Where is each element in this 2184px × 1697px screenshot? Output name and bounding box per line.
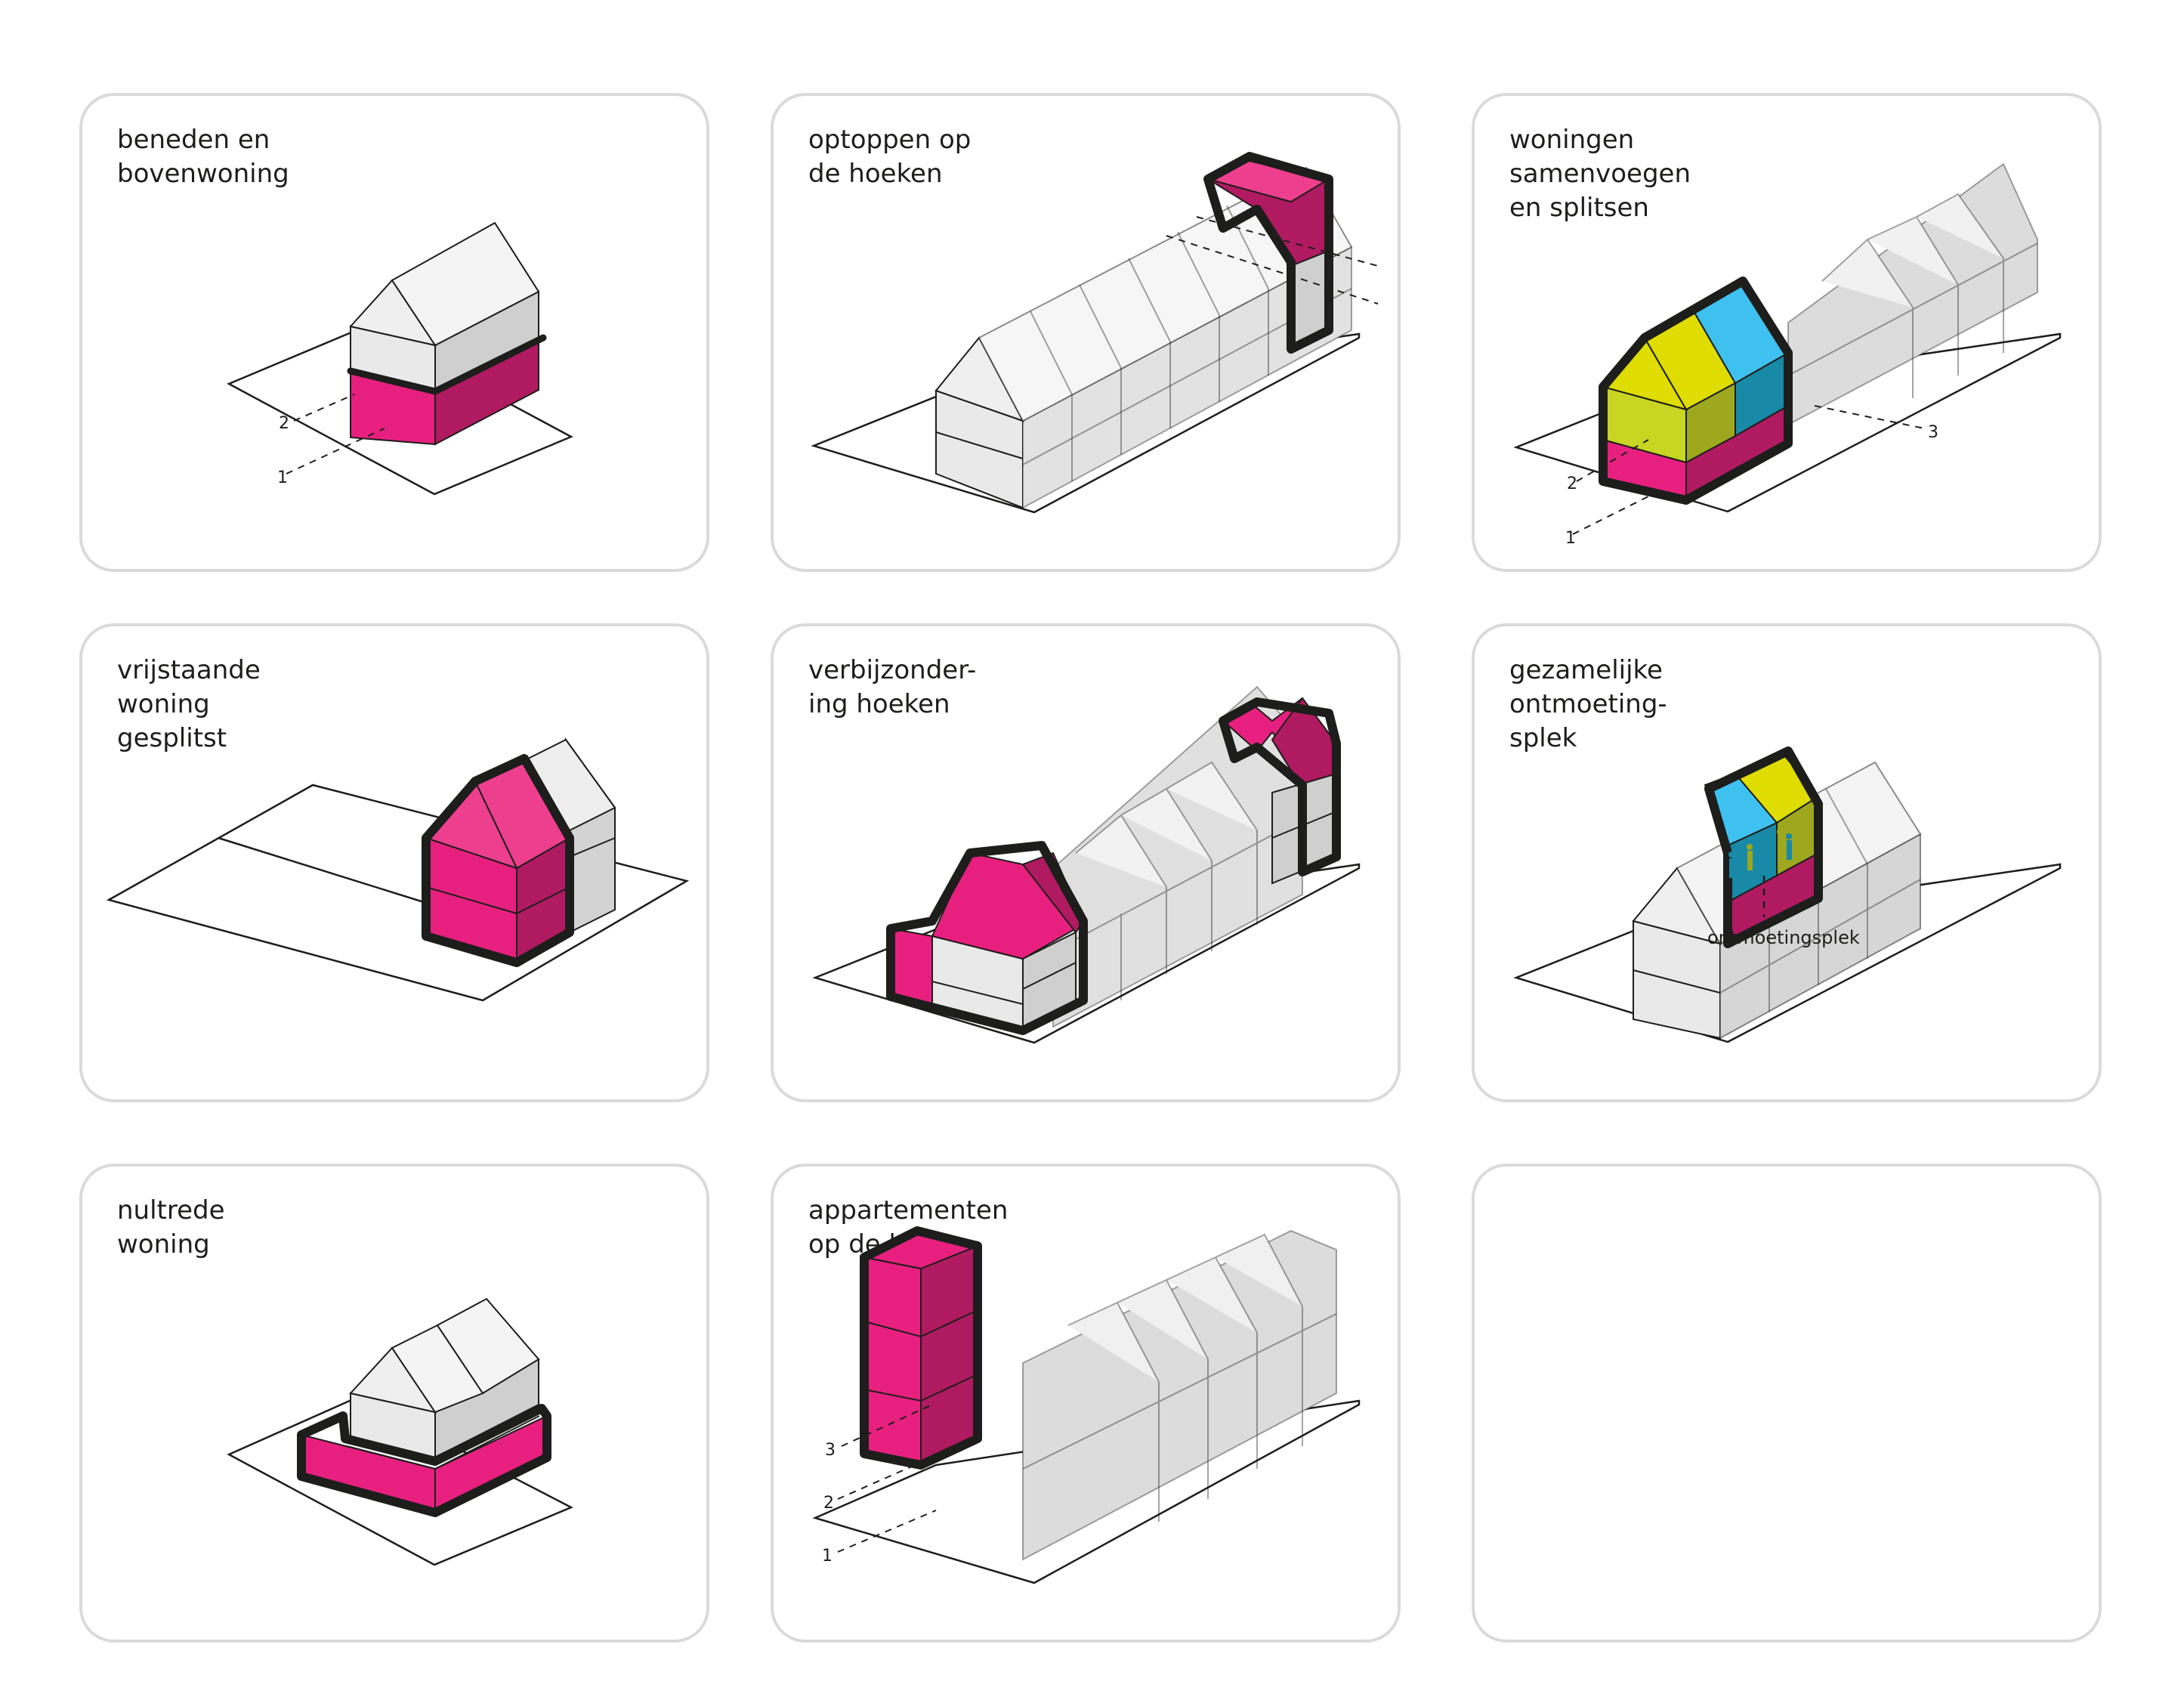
- corner-left-outline: [886, 841, 1088, 1035]
- split-outline: [422, 754, 574, 967]
- level-label-3: 3: [1928, 423, 1938, 442]
- card-nultrede-woning: nultrede woning: [79, 1164, 709, 1643]
- card-title: beneden en bovenwoning: [117, 125, 289, 189]
- card-empty: [1472, 1164, 2102, 1643]
- row-houses-grey: [1787, 162, 2038, 426]
- dimension-lines: [837, 1404, 937, 1553]
- card-title: vrijstaande woning gesplitst: [117, 655, 261, 753]
- house-illustration: 2 1: [227, 221, 573, 496]
- people-figures: [1728, 829, 1792, 878]
- meeting-label: ontmoetingsplek: [1707, 927, 1860, 948]
- level-label-1: 1: [277, 468, 288, 487]
- card-title: nultrede woning: [117, 1195, 225, 1260]
- dimension-lines: [286, 394, 385, 474]
- house-upper-floor-grey: [349, 221, 540, 394]
- level-label-2: 2: [279, 414, 289, 433]
- row-houses-grey: [1052, 685, 1303, 1028]
- lot-outline: [811, 332, 1361, 514]
- meeting-house-outline: [1704, 746, 1823, 948]
- zero-step-house-illustration: [227, 1297, 573, 1566]
- apartment-outline: [860, 1226, 982, 1470]
- card-title: verbijzonder- ing hoeken: [808, 655, 977, 719]
- house-grey-half: [519, 737, 616, 934]
- level-label-1: 1: [1565, 529, 1576, 548]
- merged-outline: [1599, 277, 1793, 505]
- corner-apartments-illustration: 3 2 1: [812, 1226, 1361, 1584]
- lot-outline: [812, 863, 1361, 1044]
- level-label-3: 3: [825, 1441, 836, 1460]
- corner-topping-magenta: [1206, 159, 1331, 351]
- merged-house-colored: [1602, 280, 1790, 502]
- apartment-block-magenta: [861, 1229, 981, 1467]
- lot-outline: [106, 784, 690, 1002]
- card-title: woningen samenvoegen en splitsen: [1509, 125, 1691, 223]
- dimension-lines: [1166, 216, 1379, 304]
- floor-split-line: [347, 334, 547, 395]
- row-houses-grey: [1022, 1229, 1337, 1561]
- lot-outline: [227, 325, 573, 496]
- card-gezamelijke-ontmoetingsplek: gezamelijke ontmoeting- splek: [1472, 623, 2102, 1102]
- level-label-1: 1: [822, 1547, 833, 1566]
- corner-left-house: [890, 852, 1085, 1028]
- card-title: optoppen op de hoeken: [808, 125, 972, 189]
- card-verbijzondering-hoeken: verbijzonder- ing hoeken: [771, 623, 1401, 1102]
- ground-floor-outline: [297, 1404, 551, 1517]
- card-appartementen-op-de-hoek: appartementen op de hoek 3 2 1: [771, 1164, 1401, 1643]
- corner-detail-illustration: [812, 685, 1361, 1044]
- card-vrijstaande-woning: vrijstaande woning gesplitst: [79, 623, 709, 1102]
- corner-right-outline: [1219, 697, 1341, 876]
- card-woningen-samenvoegen: woningen samenvoegen en splitsen: [1472, 93, 2102, 572]
- level-label-2: 2: [1567, 474, 1577, 493]
- card-optoppen-op-de-hoeken: optoppen op de hoeken: [771, 93, 1401, 572]
- card-title: gezamelijke ontmoeting- splek: [1509, 655, 1667, 753]
- row-houses-grey: [934, 166, 1353, 509]
- level-label-2: 2: [823, 1494, 834, 1513]
- lot-outline: [227, 1396, 573, 1566]
- corner-outline: [1203, 152, 1333, 354]
- meeting-place-illustration: ontmoetingsplek: [1513, 746, 2062, 1043]
- detached-house-illustration: [106, 737, 690, 1002]
- card-beneden-en-bovenwoning: beneden en bovenwoning 2 1: [79, 93, 709, 572]
- row-houses-illustration: [811, 152, 1379, 514]
- dimension-lines: [1572, 405, 1925, 535]
- lot-outline: [812, 1399, 1361, 1584]
- merged-houses-illustration: 3 2 1: [1513, 162, 2062, 548]
